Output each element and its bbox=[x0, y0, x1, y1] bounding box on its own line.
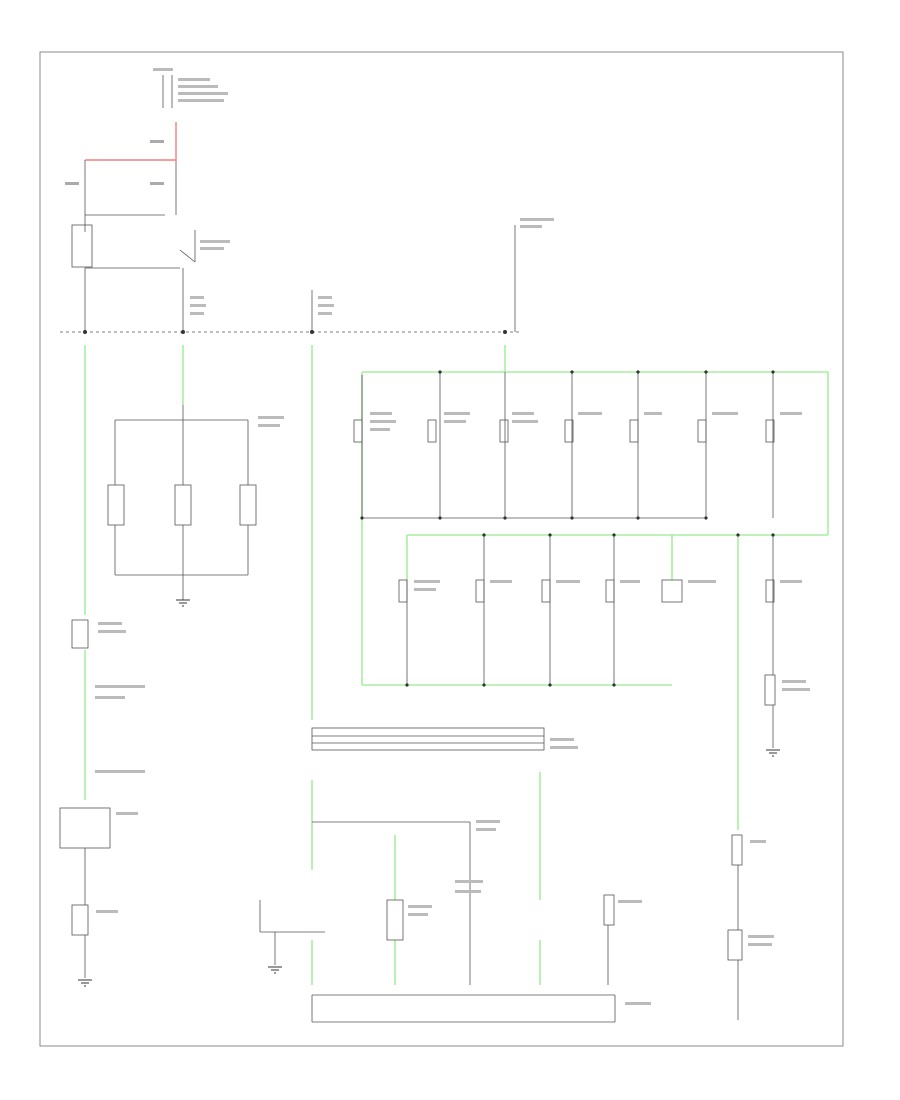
diagram-frame bbox=[39, 51, 844, 1047]
lower-switches bbox=[259, 880, 651, 1023]
left-switch-cluster bbox=[107, 405, 284, 607]
lamp-row-2 bbox=[398, 533, 802, 687]
panel-fuse-feed bbox=[311, 218, 554, 332]
tail-relay bbox=[71, 214, 230, 332]
green-wiring bbox=[84, 345, 829, 985]
right-column-components bbox=[727, 674, 810, 1020]
ignition-feed bbox=[65, 68, 228, 215]
connector-block bbox=[311, 727, 578, 985]
left-column-components bbox=[59, 619, 145, 987]
lamp-row-1 bbox=[353, 370, 802, 520]
